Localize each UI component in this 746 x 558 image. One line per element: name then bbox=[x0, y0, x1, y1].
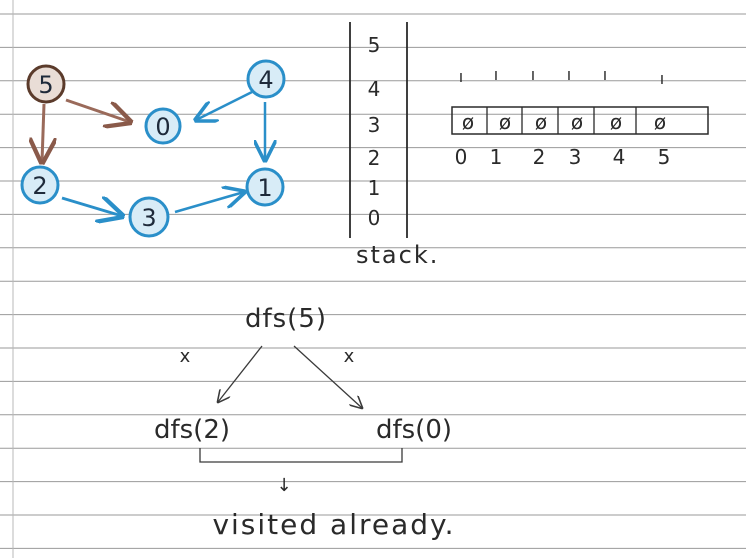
visited-index-2: 2 bbox=[533, 145, 546, 169]
visited-mark-1: ı bbox=[494, 65, 498, 84]
tree-bracket bbox=[199, 448, 403, 463]
edge-2-3 bbox=[61, 198, 122, 216]
graph-node-5: 5 bbox=[26, 64, 66, 104]
stack-caption: stack. bbox=[356, 241, 439, 269]
visited-index-0: 0 bbox=[455, 145, 468, 169]
visited-index-5: 5 bbox=[658, 145, 671, 169]
visited-mark-0: ı bbox=[459, 67, 463, 86]
stack-cell-0: 0 bbox=[368, 206, 381, 230]
visited-index-3: 3 bbox=[569, 145, 582, 169]
tree-edge-right bbox=[293, 345, 362, 408]
visited-value-2: ø bbox=[535, 110, 547, 134]
tree-down-arrow: ↓ bbox=[276, 475, 291, 496]
recursion-tree: dfs(5) x x dfs(2) dfs(0) ↓ visited alrea… bbox=[154, 304, 455, 541]
tree-right-mark: x bbox=[344, 346, 355, 367]
visited-index-4: 4 bbox=[613, 145, 626, 169]
stack-cell-1: 1 bbox=[368, 176, 381, 200]
visited-mark-5: ı bbox=[660, 69, 664, 88]
visited-mark-2: ı bbox=[531, 65, 535, 84]
node-label-4: 4 bbox=[258, 66, 273, 94]
visited-index-1: 1 bbox=[490, 145, 503, 169]
visited-value-3: ø bbox=[571, 110, 583, 134]
visited-array: ı ı ı ı ı ı ø ø ø ø ø ø 0 1 2 3 4 5 bbox=[451, 65, 709, 169]
edge-5-0 bbox=[65, 98, 130, 122]
node-label-5: 5 bbox=[38, 71, 53, 99]
edge-4-0 bbox=[196, 90, 253, 120]
stack-cell-5: 5 bbox=[368, 33, 381, 57]
tree-right: dfs(0) bbox=[376, 415, 452, 445]
tree-edge-left bbox=[218, 345, 263, 402]
graph-node-0: 0 bbox=[144, 107, 182, 145]
stack-cell-2: 2 bbox=[368, 146, 381, 170]
visited-mark-3: ı bbox=[567, 65, 571, 84]
node-label-1: 1 bbox=[257, 174, 272, 202]
node-label-2: 2 bbox=[32, 172, 47, 200]
edge-5-2 bbox=[42, 103, 44, 162]
graph-node-4: 4 bbox=[246, 59, 286, 99]
stack: 5 4 3 2 1 0 stack. bbox=[349, 22, 439, 269]
node-label-0: 0 bbox=[155, 113, 170, 141]
edge-3-1 bbox=[174, 192, 244, 214]
visited-value-1: ø bbox=[499, 110, 511, 134]
visited-mark-4: ı bbox=[603, 65, 607, 84]
graph-node-2: 2 bbox=[20, 165, 60, 205]
visited-value-5: ø bbox=[654, 110, 666, 134]
tree-left: dfs(2) bbox=[154, 415, 230, 445]
graph-node-1: 1 bbox=[245, 167, 285, 207]
graph: 5 4 0 2 3 1 bbox=[20, 59, 286, 238]
ruled-lines bbox=[0, 13, 746, 549]
visited-value-0: ø bbox=[462, 110, 474, 134]
tree-note: visited already. bbox=[212, 508, 455, 541]
tree-left-mark: x bbox=[180, 346, 191, 367]
visited-value-4: ø bbox=[610, 110, 622, 134]
graph-node-3: 3 bbox=[128, 196, 170, 238]
stack-cell-4: 4 bbox=[368, 77, 381, 101]
tree-root: dfs(5) bbox=[245, 304, 327, 334]
node-label-3: 3 bbox=[141, 204, 156, 232]
stack-cell-3: 3 bbox=[368, 113, 381, 137]
